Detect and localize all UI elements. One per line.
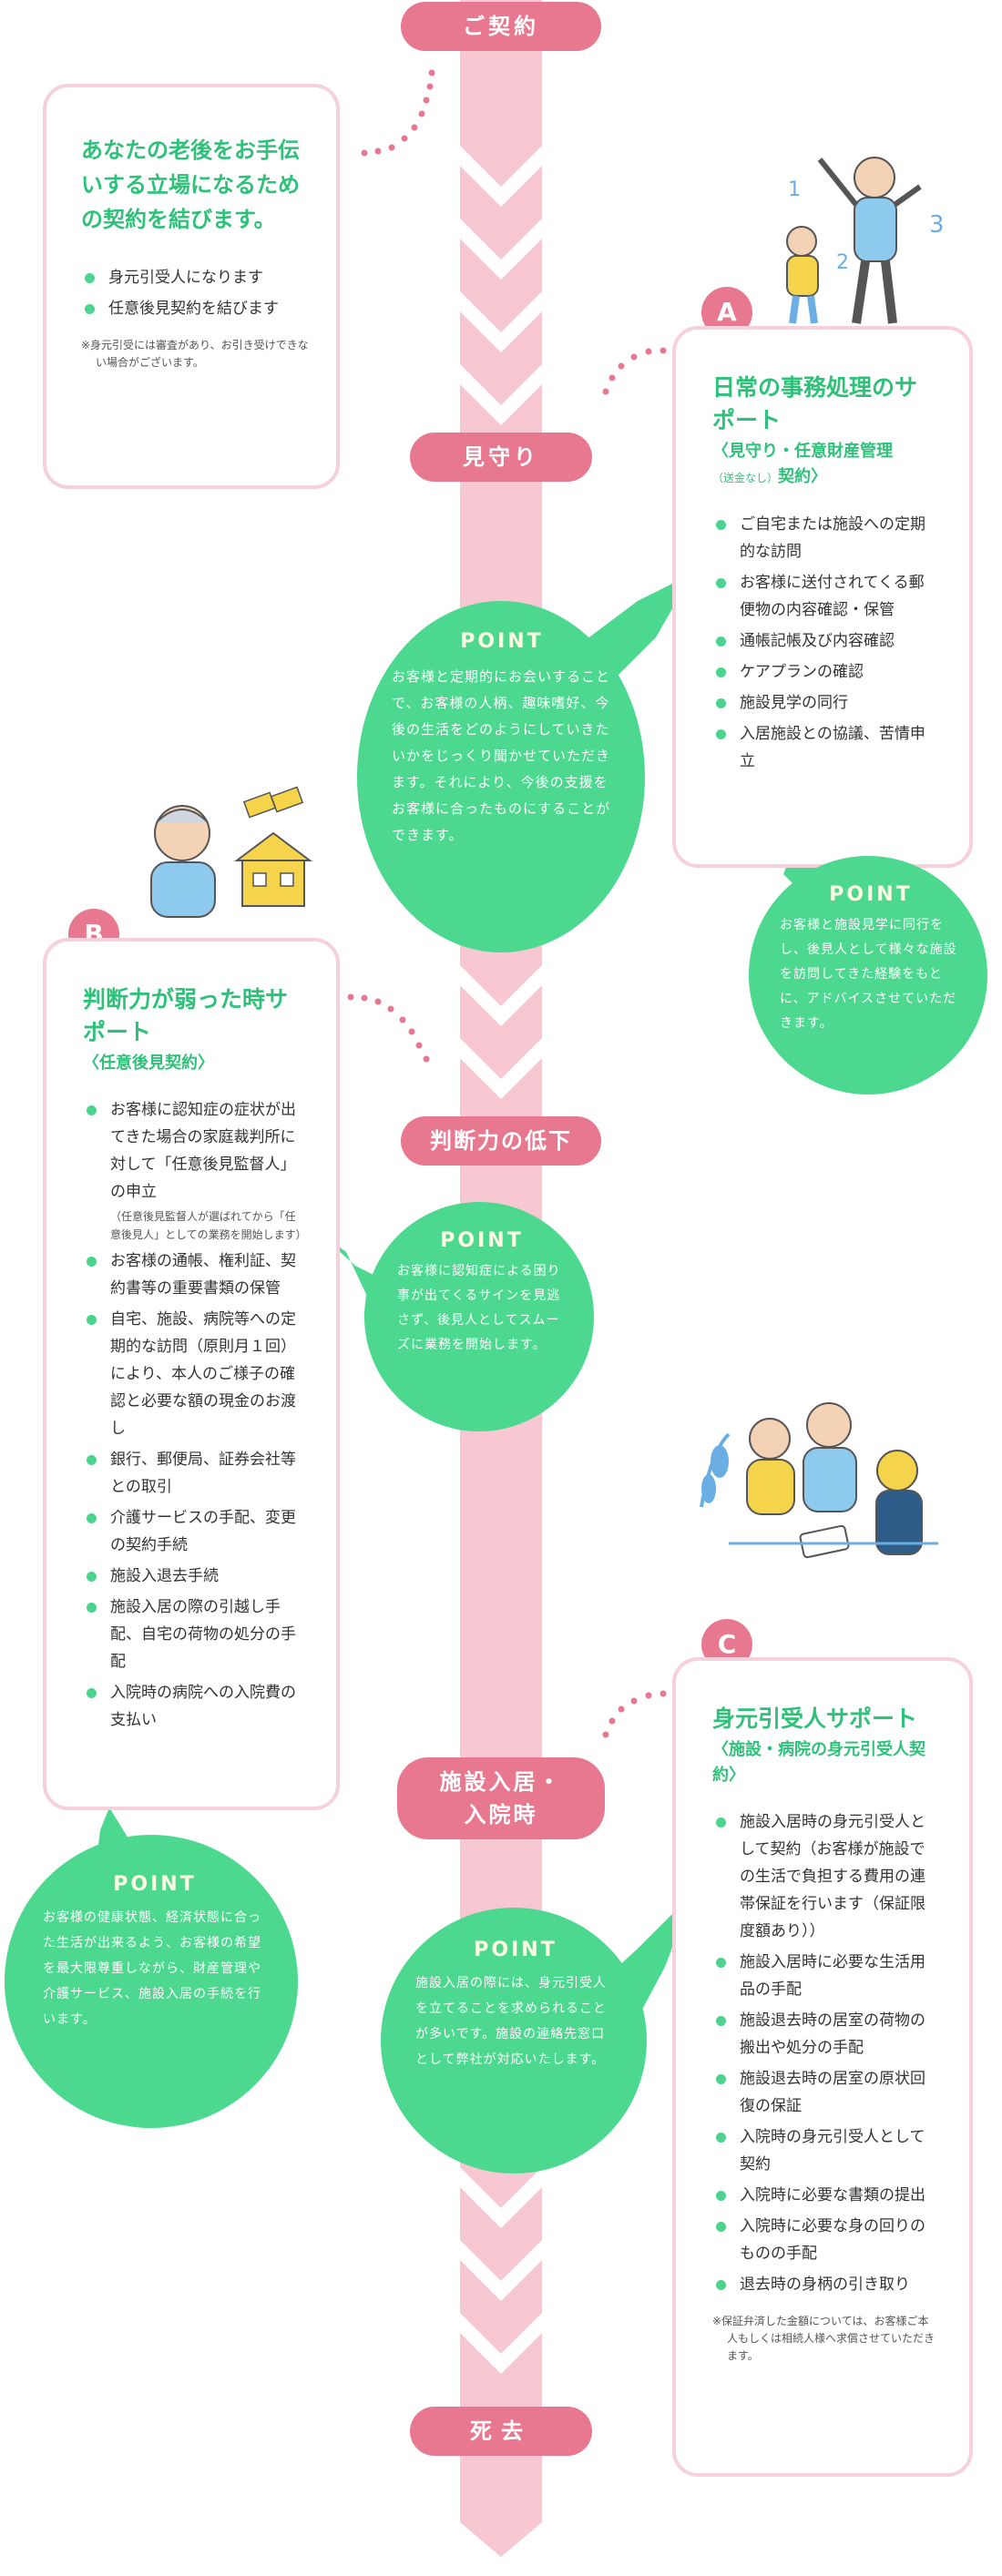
- point-bubble-admission: POINT 施設入居の際には、身元引受人を立てることを求められることが多いです。…: [381, 1908, 647, 2174]
- stage-death: 死去: [410, 2407, 592, 2456]
- point-bubble-watch: POINT お客様と定期的にお会いすることで、お客様の人柄、趣味嗜好、今後の生活…: [357, 601, 645, 952]
- card-c-title: 身元引受人サポート: [712, 1705, 918, 1732]
- card-b-item: 施設入退去手続: [83, 1563, 305, 1590]
- card-a-item: ご自宅または施設への定期的な訪問: [712, 511, 938, 565]
- intro-title: あなたの老後をお手伝いする立場になるための契約を結びます。: [81, 137, 300, 232]
- card-a-subtitle-end: 契約〉: [778, 467, 828, 486]
- card-c-item: 施設退去時の居室の原状回復の保証: [712, 2065, 938, 2120]
- stage-admission-line2: 入院時: [464, 1802, 538, 1828]
- card-b-item: お客様に認知症の症状が出てきた場合の家庭裁判所に対して「任意後見監督人」の申立 …: [83, 1096, 307, 1244]
- svg-text:3: 3: [929, 211, 945, 239]
- card-a-item: 入居施設との協議、苦情申立: [712, 720, 938, 775]
- dotted-connectors: [347, 69, 681, 1738]
- card-c-item: 施設入居時に必要な生活用品の手配: [712, 1949, 938, 2003]
- intro-note: ※身元引受には審査があり、お引き受けできない場合がございます。: [81, 339, 309, 369]
- card-c-item: 施設退去時の居室の荷物の搬出や処分の手配: [712, 2007, 938, 2062]
- card-a-item: 施設見学の同行: [712, 689, 938, 717]
- card-a: 日常の事務処理のサポート 〈見守り・任意財産管理 （送金なし）契約〉 ご自宅また…: [672, 326, 973, 868]
- point-label: POINT: [829, 883, 913, 906]
- intro-item: 任意後見契約を結びます: [81, 295, 309, 322]
- card-b-item-subnote: （任意後見監督人が選ばれてから「任意後見人」としての業務を開始します）: [110, 1210, 307, 1241]
- card-c: 身元引受人サポート 〈施設・病院の身元引受人契約〉 施設入居時の身元引受人として…: [672, 1657, 973, 2477]
- card-b-item: 介護サービスの手配、変更の契約手続: [83, 1504, 305, 1559]
- card-b-item: 自宅、施設、病院等への定期的な訪問（原則月１回）により、本人のご様子の確認と必要…: [83, 1306, 305, 1442]
- family-consultation-illustration: [700, 1402, 938, 1559]
- stage-admission: 施設入居・ 入院時: [397, 1757, 605, 1839]
- timeline-arrow-tip: [460, 2522, 542, 2557]
- card-c-item: 入院時に必要な身の回りのものの手配: [712, 2213, 938, 2267]
- card-c-item: 退去時の身柄の引き取り: [712, 2271, 938, 2298]
- card-a-item: 通帳記帳及び内容確認: [712, 627, 938, 655]
- point-label: POINT: [460, 630, 544, 653]
- svg-text:2: 2: [836, 251, 849, 274]
- card-a-item: お客様に送付されてくる郵便物の内容確認・保管: [712, 569, 938, 624]
- card-c-item: 入院時の身元引受人として契約: [712, 2123, 938, 2178]
- card-a-subtitle-small: （送金なし）: [712, 472, 779, 484]
- card-b-title: 判断力が弱った時サポート: [83, 986, 289, 1045]
- intro-item-list: 身元引受人になります 任意後見契約を結びます: [81, 264, 309, 322]
- card-b-subtitle: 〈任意後見契約〉: [83, 1054, 214, 1073]
- point-label: POINT: [474, 1939, 557, 1961]
- card-a-item: ケアプランの確認: [712, 658, 938, 686]
- card-b-item: 入院時の病院への入院費の支払い: [83, 1679, 305, 1734]
- point-text: お客様と施設見学に同行をし、後見人として様々な施設を訪問してきた経験をもとに、ア…: [780, 918, 957, 1031]
- point-label: POINT: [440, 1229, 524, 1252]
- card-c-subtitle: 〈施設・病院の身元引受人契約〉: [712, 1740, 925, 1785]
- man-money-house-illustration: [150, 786, 312, 918]
- card-a-title: 日常の事務処理のサポート: [712, 374, 918, 433]
- point-bubble-tour: POINT お客様と施設見学に同行をし、後見人として様々な施設を訪問してきた経験…: [749, 856, 987, 1095]
- point-bubble-support: POINT お客様の健康状態、経済状態に合った生活が出来るよう、お客様の希望を最…: [5, 1835, 298, 2128]
- card-c-item: 施設入居時の身元引受人として契約（お客様が施設での生活で負担する費用の連帯保証を…: [712, 1808, 938, 1945]
- point-text: お客様の健康状態、経済状態に合った生活が出来るよう、お客様の希望を最大限尊重しな…: [43, 1910, 261, 2027]
- stage-contract: ご契約: [401, 2, 601, 51]
- card-a-subtitle: 〈見守り・任意財産管理 （送金なし）契約〉: [712, 439, 938, 491]
- card-b-item: お客様の通帳、権利証、契約書等の重要書類の保管: [83, 1247, 305, 1302]
- stage-admission-line1: 施設入居・: [439, 1769, 563, 1795]
- point-text: お客様と定期的にお会いすることで、お客様の人柄、趣味嗜好、今後の生活をどのように…: [392, 668, 611, 843]
- card-a-subtitle-main: 〈見守り・任意財産管理: [712, 442, 893, 461]
- point-label: POINT: [113, 1873, 197, 1896]
- svg-text:1: 1: [788, 178, 801, 201]
- card-b-item: 施設入居の際の引越し手配、自宅の荷物の処分の手配: [83, 1593, 305, 1675]
- point-text: お客様に認知症による困り事が出てくるサインを見逃さず、後見人としてスムーズに業務…: [397, 1264, 561, 1352]
- card-a-item-list: ご自宅または施設への定期的な訪問 お客様に送付されてくる郵便物の内容確認・保管 …: [712, 511, 938, 775]
- stage-decline: 判断力の低下: [401, 1116, 601, 1166]
- card-c-item: 入院時に必要な書類の提出: [712, 2182, 938, 2209]
- stage-watch: 見守り: [410, 433, 592, 482]
- intro-item: 身元引受人になります: [81, 264, 309, 291]
- card-b-item-text: お客様に認知症の症状が出てきた場合の家庭裁判所に対して「任意後見監督人」の申立: [110, 1101, 296, 1201]
- card-c-item-list: 施設入居時の身元引受人として契約（お客様が施設での生活で負担する費用の連帯保証を…: [712, 1808, 938, 2298]
- exercise-figures-illustration: 1 2 3: [786, 157, 945, 324]
- card-c-note: ※保証弁済した金額については、お客様ご本人もしくは相続人様へ求償させていただきま…: [712, 2315, 936, 2362]
- card-b-item-list: お客様に認知症の症状が出てきた場合の家庭裁判所に対して「任意後見監督人」の申立 …: [83, 1096, 307, 1734]
- intro-card: あなたの老後をお手伝いする立場になるための契約を結びます。 身元引受人になります…: [43, 84, 340, 489]
- point-text: 施設入居の際には、身元引受人を立てることを求められることが多いです。施設の連絡先…: [415, 1976, 607, 2067]
- point-bubble-decline: POINT お客様に認知症による困り事が出てくるサインを見逃さず、後見人としてス…: [364, 1202, 594, 1431]
- card-b: 判断力が弱った時サポート 〈任意後見契約〉 お客様に認知症の症状が出てきた場合の…: [43, 938, 340, 1810]
- card-b-item: 銀行、郵便局、証券会社等との取引: [83, 1446, 305, 1501]
